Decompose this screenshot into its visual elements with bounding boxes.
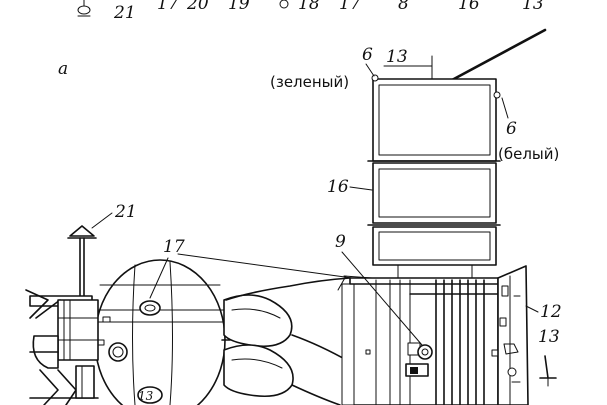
callout-17: 17 (163, 237, 185, 257)
solar-panel-bottom (372, 226, 497, 266)
solar-panel-top (372, 78, 497, 162)
panel-letter: а (58, 59, 68, 79)
service-module (337, 275, 501, 405)
rear-instrument-section (497, 265, 529, 405)
callout-13-top: 13 (386, 47, 408, 67)
engine-nozzles (221, 294, 294, 398)
callout-9: 9 (335, 232, 346, 252)
callout-13-right: 13 (538, 327, 560, 347)
callout-16: 16 (327, 177, 349, 197)
top-label-18: 18 (298, 0, 320, 14)
top-label-17b: 17 (339, 0, 361, 14)
left-antenna (67, 225, 97, 301)
callout-21: 21 (114, 202, 137, 222)
top-label-row: 21 17 20 19 18 17 8 16 13 (77, 0, 544, 23)
solar-panel-middle (372, 162, 497, 224)
callout-6-white: 6 (506, 119, 517, 139)
antenna-rod (450, 28, 547, 82)
top-label-8: 8 (398, 0, 409, 14)
docking-assembly (25, 289, 99, 405)
top-label-13: 13 (522, 0, 544, 14)
top-label-20: 20 (186, 0, 209, 14)
callout-6-green: 6 (362, 45, 373, 65)
callout-12: 12 (540, 302, 562, 322)
callout-6-white-note: (белый) (498, 145, 559, 163)
top-label-21: 21 (113, 3, 136, 23)
top-label-17a: 17 (157, 0, 179, 14)
top-label-19: 19 (228, 0, 250, 14)
top-label-16: 16 (458, 0, 480, 14)
lamp-icon (77, 0, 91, 17)
solar-panel-stack (367, 28, 547, 281)
small-circle-icon (279, 0, 289, 9)
callout-6-green-note: (зеленый) (270, 73, 349, 91)
hatch-number: 13 (138, 389, 154, 403)
descent-module: 13 (91, 259, 227, 405)
